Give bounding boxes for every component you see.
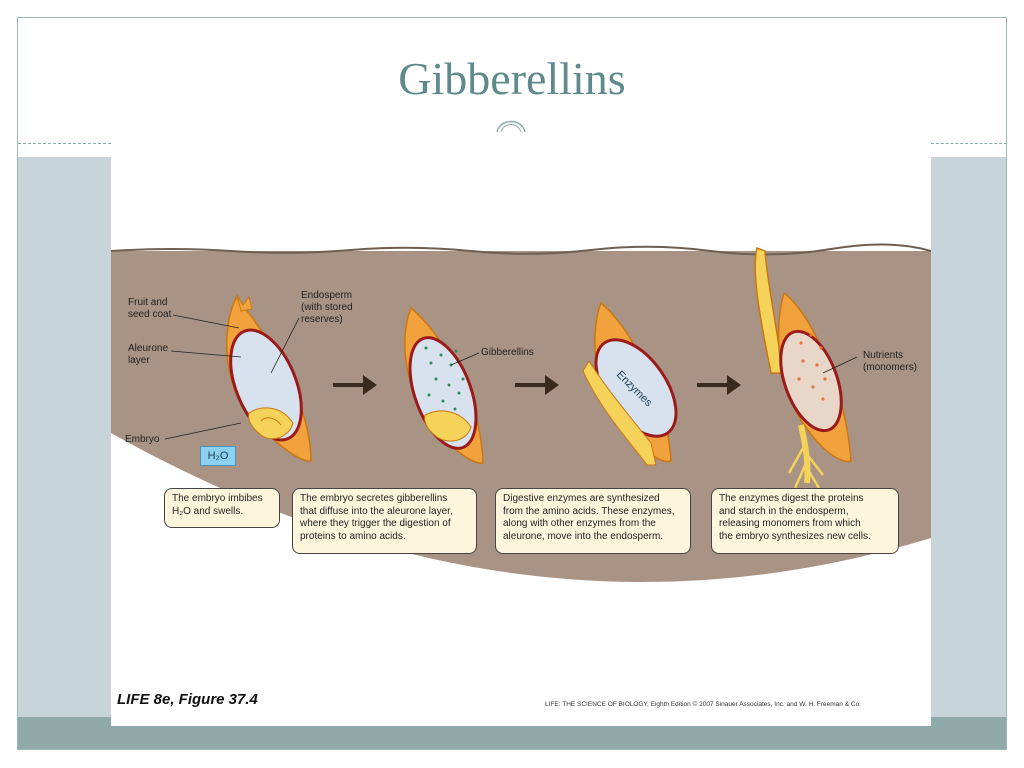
caption-step-2: The embryo secretes gibberellins that di… [292, 488, 477, 554]
seed-germination-diagram: Enzymes [111, 243, 931, 583]
leader-lines [164, 314, 858, 440]
caption-step-4-text: The enzymes digest the proteins and star… [719, 493, 871, 542]
side-panel-left [18, 157, 111, 717]
label-nutrients: Nutrients (monomers) [863, 350, 917, 373]
label-embryo: Embryo [125, 434, 160, 445]
soil-surface [111, 243, 931, 256]
seed-stage-3: Enzymes [582, 301, 678, 466]
seed-stage-1 [226, 294, 312, 462]
slide-frame [17, 17, 1007, 750]
water-badge: H₂O [200, 446, 236, 466]
side-panel-right [931, 157, 1006, 717]
divider-left [18, 143, 111, 144]
label-gibberellins: Gibberellins [481, 347, 534, 358]
caption-step-1-text: The embryo imbibes H₂O and swells. [172, 493, 263, 517]
gibberellin-figure: Enzymes Fruit a [111, 143, 931, 726]
process-arrow-2 [515, 375, 559, 395]
seed-stage-2 [404, 306, 484, 464]
label-aleurone-layer: Aleurone layer [128, 343, 169, 366]
label-endosperm: Endosperm (with stored reserves) [301, 290, 353, 325]
divider-right [931, 143, 1007, 144]
slide-title: Gibberellins [398, 53, 626, 104]
seed-stage-4 [754, 246, 852, 489]
caption-step-2-text: The embryo secretes gibberellins that di… [300, 493, 453, 542]
caption-step-4: The enzymes digest the proteins and star… [711, 488, 899, 554]
figure-credit: LIFE: THE SCIENCE OF BIOLOGY, Eighth Edi… [545, 701, 861, 708]
label-fruit-seed-coat: Fruit and seed coat [128, 297, 172, 320]
title-ornament [496, 120, 526, 133]
caption-step-1: The embryo imbibes H₂O and swells. [164, 488, 280, 528]
process-arrow-3 [697, 375, 741, 395]
caption-step-3: Digestive enzymes are synthesized from t… [495, 488, 691, 554]
caption-step-3-text: Digestive enzymes are synthesized from t… [503, 493, 675, 542]
figure-label: LIFE 8e, Figure 37.4 [117, 691, 258, 708]
process-arrow-1 [333, 375, 377, 395]
